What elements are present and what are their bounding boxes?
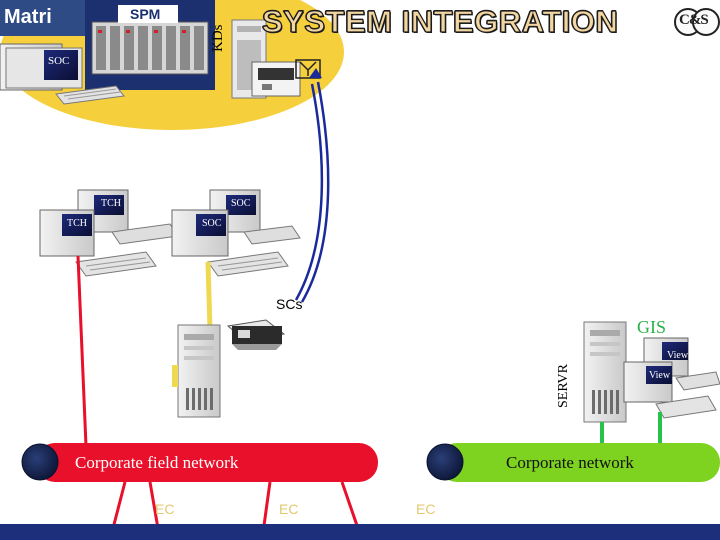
servr-label: SERVR (556, 363, 571, 408)
spm-rack (85, 0, 215, 90)
tch-back-label: TCH (101, 198, 121, 209)
footer-strip (0, 524, 720, 540)
field-network-label: Corporate field network (75, 453, 239, 472)
red-cable-tch (76, 255, 88, 447)
kds-label: KDs (210, 24, 226, 52)
page-number: 30 (646, 512, 660, 526)
corporate-network-node (426, 443, 464, 481)
cs-logo (674, 8, 720, 36)
scs-label: SCs (276, 296, 303, 312)
y-connector (295, 59, 321, 79)
corporate-network-label: Corporate network (506, 453, 634, 472)
view-workstation-front (623, 361, 717, 419)
soc-workstation-front (171, 209, 289, 277)
soc-top-label: SOC (48, 55, 70, 67)
yellow-cable-soc (205, 261, 213, 331)
tch-front-label: TCH (67, 218, 87, 229)
ec-label-1: EC (155, 501, 175, 517)
spm-label: SPM (130, 6, 161, 22)
field-network-node (21, 443, 59, 481)
field-network-bar (36, 443, 378, 482)
scs-device (226, 319, 286, 350)
logo-text-right: C&S (679, 12, 709, 28)
corporate-network-bar (438, 443, 720, 482)
central-server (172, 324, 221, 418)
gis-server (583, 321, 627, 423)
logo-strip (0, 0, 85, 36)
view-back-label: View (667, 350, 689, 361)
kds-scs-link (294, 81, 330, 303)
ec-label-3: EC (416, 501, 436, 517)
logo-text: Matri (4, 6, 52, 28)
ec-label-2: EC (279, 501, 299, 517)
gis-label: GIS (637, 317, 667, 337)
link-arrowhead (309, 68, 322, 78)
tch-workstation-front (39, 209, 157, 277)
view-front-label: View (649, 370, 671, 381)
soc-workstation-top (0, 43, 125, 105)
soc-back-label: SOC (231, 198, 251, 209)
page-title: SYSTEM INTEGRATION (261, 3, 619, 39)
kds-device (231, 19, 301, 99)
soc-front-label: SOC (202, 218, 222, 229)
